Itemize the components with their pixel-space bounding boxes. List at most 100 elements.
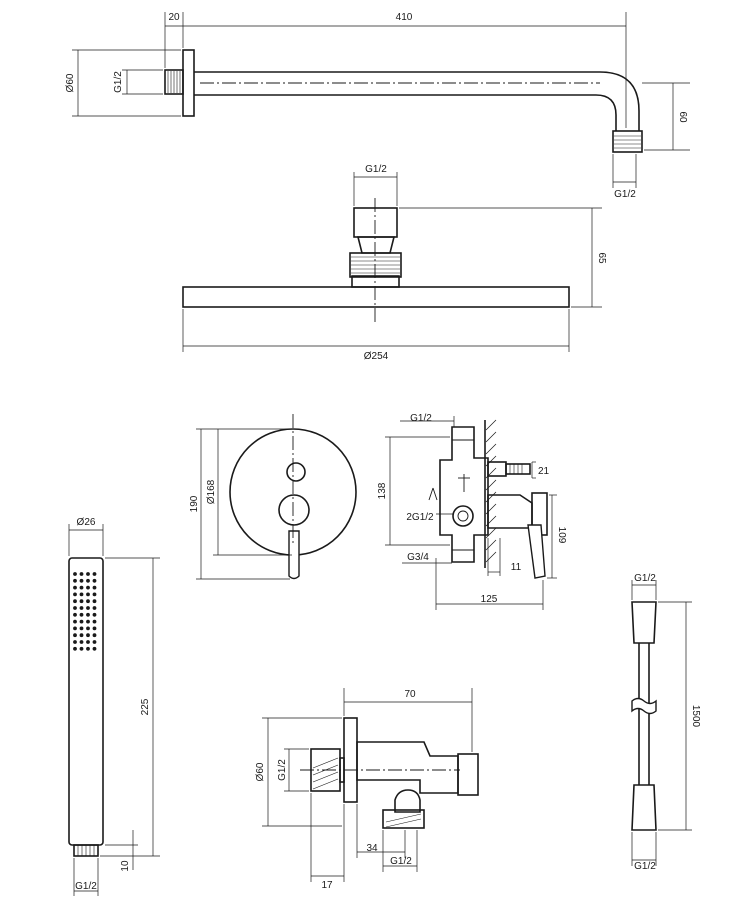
nozzle-dot <box>79 626 84 631</box>
top-outlet-stub <box>487 461 507 477</box>
nozzle-dot <box>79 633 84 638</box>
body-height-label: 138 <box>377 482 388 499</box>
nozzle-dot <box>92 606 97 610</box>
nozzle-dot <box>92 640 97 644</box>
nozzle-dot <box>73 578 77 583</box>
lever-hub <box>278 494 310 526</box>
body-side-threads-label: 2G1/2 <box>406 512 434 523</box>
cover-plate-diameter-label: Ø168 <box>206 479 217 504</box>
hose-top-fitting <box>631 601 657 644</box>
nozzle-dot <box>86 606 90 610</box>
nozzle-dot <box>73 646 77 651</box>
nozzle-dot <box>79 619 84 624</box>
nozzle-dot <box>92 578 97 583</box>
nozzle-dot <box>92 612 97 617</box>
nozzle-dot <box>79 592 84 597</box>
head-base-ring <box>351 275 400 288</box>
arm-inlet-thread <box>164 69 184 95</box>
head-plate <box>182 286 570 308</box>
nozzle-dot <box>79 578 84 583</box>
nozzle-dot <box>73 585 77 590</box>
body-outlet-offset-label: 21 <box>538 466 550 477</box>
nozzle-dot <box>86 578 90 583</box>
arm-outlet-thread-label: G1/2 <box>614 189 636 200</box>
diverter-knob <box>286 462 306 482</box>
body-top-thread-label: G1/2 <box>410 413 432 424</box>
hand-shower-drawing: Ø26 225 10 G1/2 <box>68 517 160 896</box>
shower-arm-drawing: 20 410 Ø60 G1/2 60 G1/2 <box>65 12 690 200</box>
nozzle-dot <box>86 585 90 590</box>
nozzle-dot <box>92 633 97 638</box>
nozzle-dot <box>86 572 90 576</box>
arm-tube-lower <box>194 94 617 131</box>
nozzle-dot <box>86 646 90 651</box>
hand-shower-diameter-label: Ø26 <box>77 517 96 528</box>
nozzle-dot <box>73 612 77 617</box>
hand-shower-thread-label: G1/2 <box>75 881 97 892</box>
nozzle-dot <box>92 592 97 597</box>
nozzle-dot <box>92 619 97 624</box>
body-handle-offset-label: 109 <box>556 527 567 544</box>
nozzle-dot <box>79 599 84 604</box>
nozzle-dot <box>73 626 77 631</box>
elbow-holder-end <box>457 753 479 796</box>
valve-body <box>439 426 489 563</box>
nozzle-dot <box>92 585 97 590</box>
nozzle-dot <box>73 599 77 604</box>
nozzle-dot <box>79 585 84 590</box>
arm-length-label: 410 <box>396 12 413 23</box>
nozzle-dot <box>73 606 77 610</box>
wall-outlet-elbow-drawing: 70 Ø60 G1/2 34 17 G1/2 <box>255 688 479 891</box>
body-wall-gap-label: 11 <box>511 562 522 573</box>
nozzle-dot <box>92 599 97 604</box>
nozzle-dot <box>73 633 77 638</box>
arm-flange-diameter-label: Ø60 <box>65 73 76 92</box>
hand-shower-connector-label: 10 <box>120 860 131 872</box>
hose-bottom-fitting <box>631 784 657 831</box>
elbow-body <box>356 741 459 794</box>
arm-flange-depth-label: 20 <box>168 12 180 23</box>
elbow-outlet-thread-label: G1/2 <box>390 856 412 867</box>
side-port <box>452 505 474 527</box>
mixer-cover-drawing: 190 Ø168 <box>189 414 357 580</box>
elbow-flange-depth-label: 17 <box>321 880 333 891</box>
nozzle-dot <box>73 572 77 576</box>
nozzle-dot <box>86 592 90 597</box>
elbow-outlet-thread <box>382 809 425 829</box>
head-ball-joint <box>356 236 396 254</box>
nozzle-dot <box>79 640 84 644</box>
nozzle-dot <box>86 599 90 604</box>
body-depth-label: 125 <box>481 594 498 605</box>
elbow-flange-diameter-label: Ø60 <box>255 762 266 781</box>
head-diameter-label: Ø254 <box>364 351 389 362</box>
arm-tube-upper <box>194 71 640 131</box>
hose-bottom-thread-label: G1/2 <box>634 861 656 872</box>
nozzle-dot <box>79 572 84 576</box>
lever-handle <box>288 530 300 580</box>
cover-outer-height-label: 190 <box>189 495 200 512</box>
arm-outlet-thread <box>612 130 643 153</box>
hose-top-thread-label: G1/2 <box>634 573 656 584</box>
nozzle-dot <box>86 633 90 638</box>
arm-flange <box>182 49 195 117</box>
shower-hose-drawing: G1/2 1500 G1/2 <box>631 573 701 872</box>
hand-shower-length-label: 225 <box>140 698 151 715</box>
nozzle-dot <box>92 572 97 576</box>
elbow-length-label: 70 <box>404 689 416 700</box>
hose-length-label: 1500 <box>690 705 701 728</box>
nozzle-dot <box>92 626 97 631</box>
nozzle-dot <box>79 606 84 610</box>
head-connection-label: G1/2 <box>365 164 387 175</box>
nozzle-dot <box>86 640 90 644</box>
head-connector <box>353 207 398 238</box>
nozzle-dot <box>73 619 77 624</box>
nozzle-dot <box>73 640 77 644</box>
cartridge <box>487 494 533 529</box>
arm-drop-label: 60 <box>677 111 688 123</box>
elbow-flange <box>343 717 358 803</box>
nozzle-dot <box>79 646 84 651</box>
section-lever <box>527 524 546 579</box>
nozzle-grid <box>73 572 97 651</box>
